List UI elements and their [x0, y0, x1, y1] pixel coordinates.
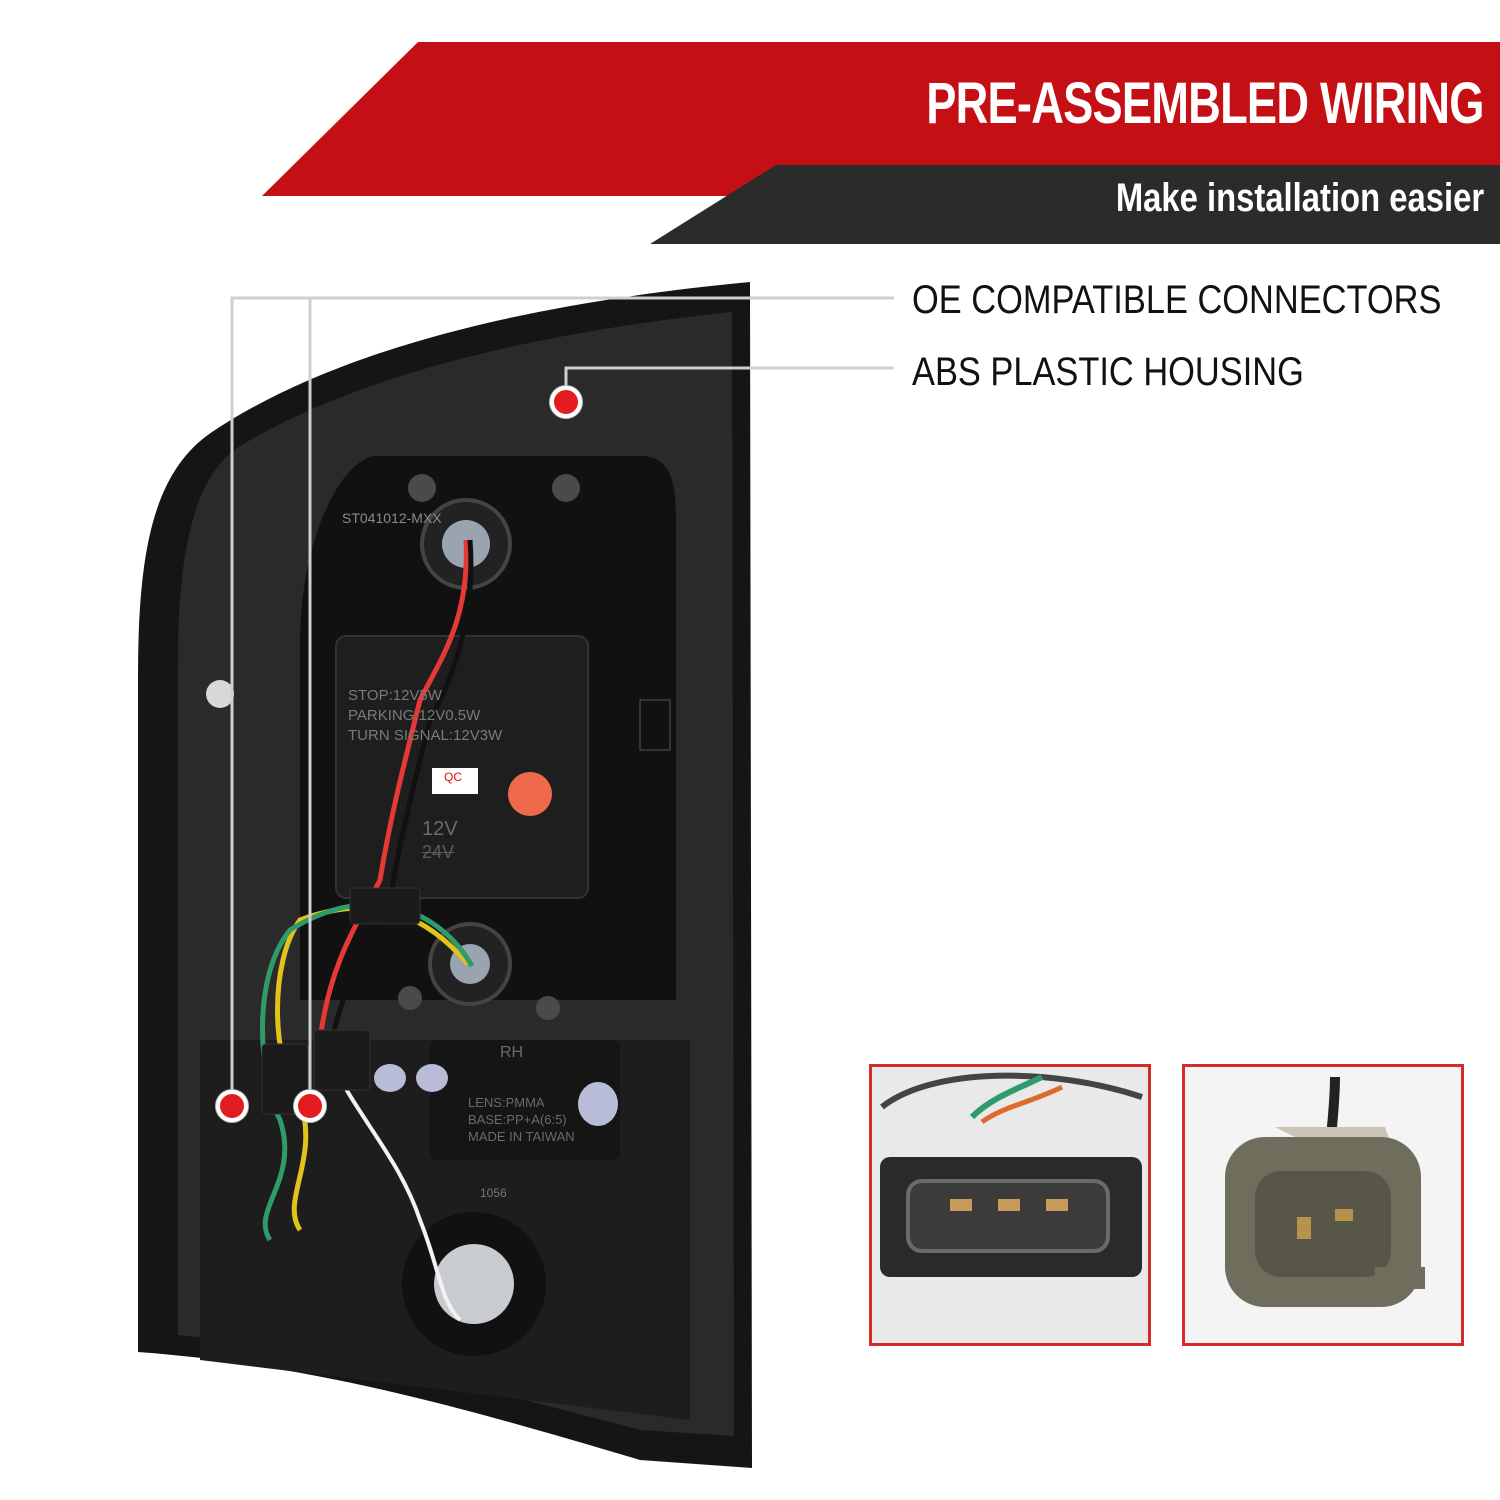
- sealant-2: [416, 1064, 448, 1092]
- page-title: PRE-ASSEMBLED WIRING: [926, 71, 1485, 136]
- spec-stop: STOP:12V5W: [348, 687, 442, 704]
- orange-sticker: [508, 772, 552, 816]
- bulb-text: 1056: [480, 1186, 507, 1200]
- screw-2: [552, 474, 580, 502]
- side-clip: [639, 699, 671, 751]
- material-origin: MADE IN TAIWAN: [468, 1129, 575, 1144]
- connector-inset-2pin: [1182, 1064, 1464, 1346]
- connector-mid: [349, 887, 421, 925]
- connector-plug-3pin-icon: [872, 1067, 1148, 1343]
- wire-black: [327, 539, 474, 1051]
- material-base: BASE:PP+A(6:5): [468, 1112, 567, 1127]
- voltage-alt-text: 24V: [422, 842, 455, 862]
- sealant-1: [374, 1064, 406, 1092]
- qc-text: QC: [444, 770, 462, 784]
- screw-3: [398, 986, 422, 1010]
- wire-red: [317, 539, 469, 1041]
- wire-white: [328, 1059, 462, 1322]
- spec-parking: PARKING:12V0.5W: [348, 707, 481, 724]
- part-code-text: ST041012-MXX: [342, 510, 442, 526]
- sealant-3: [578, 1082, 618, 1126]
- label-plate: [335, 635, 589, 899]
- voltage-text: 12V: [422, 818, 458, 840]
- material-text: LENS:PMMA BASE:PP+A(6:5) MADE IN TAIWAN: [468, 1094, 575, 1145]
- callout-oe-connectors: OE COMPATIBLE CONNECTORS: [912, 278, 1442, 322]
- connector-right: [313, 1029, 371, 1091]
- spec-turn: TURN SIGNAL:12V3W: [348, 727, 503, 744]
- qc-sticker: [432, 768, 478, 794]
- side-text: RH: [500, 1044, 524, 1061]
- callout-dot-icon: [294, 1090, 326, 1122]
- callout-dot-icon: [216, 1090, 248, 1122]
- lower-module: [430, 1040, 620, 1160]
- screw-4: [536, 996, 560, 1020]
- callout-line-1a: [230, 296, 894, 1104]
- callout-dot-icon: [550, 386, 582, 418]
- screw-1: [408, 474, 436, 502]
- material-lens: LENS:PMMA: [468, 1095, 545, 1110]
- bottom-socket-core: [434, 1244, 514, 1324]
- connector-inset-3pin: [869, 1064, 1151, 1346]
- mount-stud: [206, 680, 234, 708]
- connector-plug-2pin-icon: [1185, 1067, 1461, 1343]
- page-subtitle: Make installation easier: [1115, 176, 1484, 220]
- spec-text: STOP:12V5W PARKING:12V0.5W TURN SIGNAL:1…: [348, 686, 502, 746]
- callout-abs-housing: ABS PLASTIC HOUSING: [912, 350, 1304, 394]
